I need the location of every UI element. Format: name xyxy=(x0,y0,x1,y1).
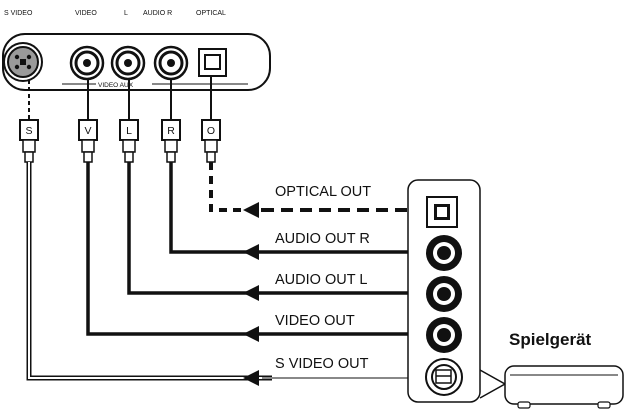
label-video-aux: VIDEO AUX xyxy=(98,82,134,89)
audio-l-in-jack xyxy=(110,45,146,81)
plug-o-label: O xyxy=(207,125,215,137)
arrows xyxy=(243,202,259,386)
arrow-optical xyxy=(243,202,259,218)
plug-o: O xyxy=(201,119,221,163)
game-device xyxy=(504,365,624,409)
svideo-in-jack xyxy=(3,42,43,82)
output-panel xyxy=(407,179,507,403)
plug-v: V xyxy=(78,119,98,163)
plug-stems xyxy=(28,76,212,120)
arrow-svideo xyxy=(243,370,259,386)
plug-r-label: R xyxy=(167,125,175,137)
arrow-audio-r xyxy=(243,244,259,260)
label-video-out: VIDEO OUT xyxy=(275,313,355,329)
cables xyxy=(26,162,430,381)
av-input-panel: VIDEO AUX xyxy=(2,33,271,91)
label-optical-out: OPTICAL OUT xyxy=(275,184,371,200)
plug-s-label: S xyxy=(25,125,32,137)
plug-v-label: V xyxy=(84,125,91,137)
label-l-top: L xyxy=(124,10,128,17)
label-video-top: VIDEO xyxy=(75,10,97,17)
optical-out-jack xyxy=(426,196,458,228)
device-label: Spielgerät xyxy=(509,330,592,349)
label-audio-r-top: AUDIO R xyxy=(143,10,172,17)
audio-r-in-jack xyxy=(153,45,189,81)
label-svideo-top: S VIDEO xyxy=(4,10,33,17)
plug-l: L xyxy=(119,119,139,163)
label-svideo-out: S VIDEO OUT xyxy=(275,356,369,372)
plug-l-label: L xyxy=(126,125,132,137)
optical-in-jack xyxy=(198,48,227,77)
video-out-jack xyxy=(426,317,462,353)
arrow-video xyxy=(243,326,259,342)
arrow-audio-l xyxy=(243,285,259,301)
audio-out-l-jack xyxy=(426,276,462,312)
label-audio-out-r: AUDIO OUT R xyxy=(275,231,370,247)
plug-s: S xyxy=(19,119,39,163)
video-in-jack xyxy=(69,45,105,81)
label-optical-top: OPTICAL xyxy=(196,10,226,17)
svideo-out-jack xyxy=(425,358,463,396)
plug-r: R xyxy=(161,119,181,163)
audio-out-r-jack xyxy=(426,235,462,271)
label-audio-out-l: AUDIO OUT L xyxy=(275,272,367,288)
